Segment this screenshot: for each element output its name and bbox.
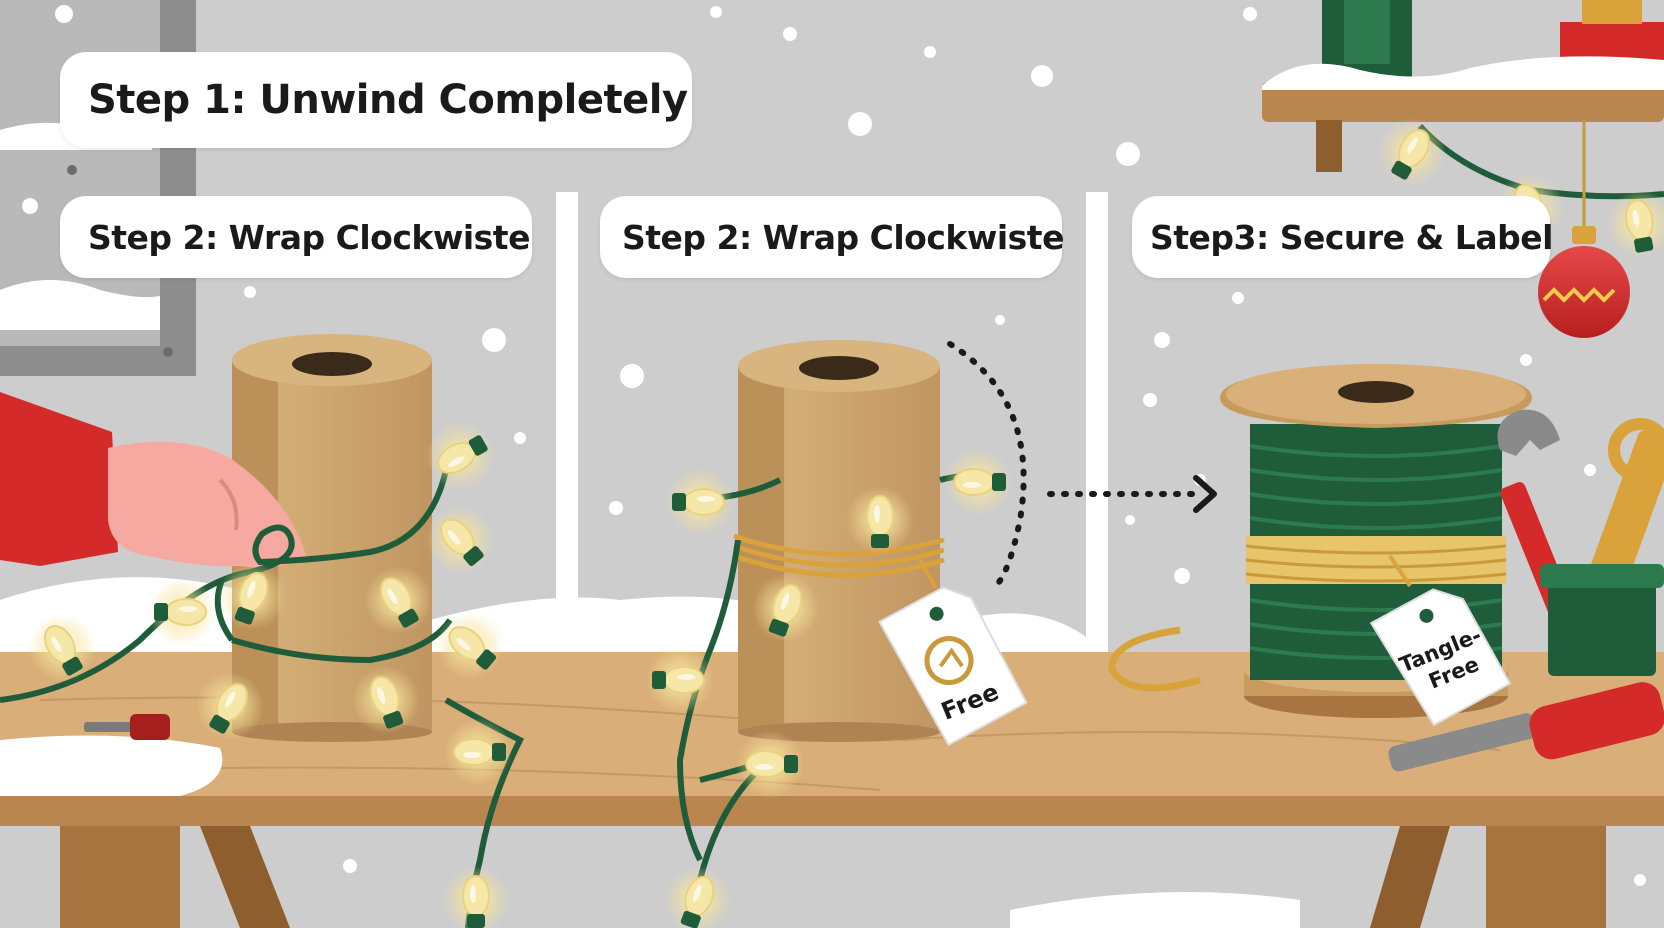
- light-bulb-icon: [943, 447, 1013, 517]
- dotted-arc: [947, 341, 1027, 589]
- snow-on-bench: [0, 735, 223, 796]
- light-bulb-icon: [665, 467, 735, 537]
- screwdriver-small: [84, 714, 170, 740]
- step-3-label: Step3: Secure & Label: [1132, 196, 1553, 278]
- light-strand-panel-1: [0, 469, 525, 928]
- light-bulb-icon: [443, 717, 513, 787]
- snow-floor: [1010, 892, 1300, 928]
- screwdriver-icon: [1388, 682, 1664, 772]
- free-tag: Free: [878, 559, 1028, 747]
- light-bulb-icon: [845, 485, 915, 555]
- arrow-right-icon: [1193, 475, 1217, 513]
- panel-2-tube: [738, 340, 940, 742]
- light-bulb-icon: [645, 645, 715, 715]
- hand: [0, 392, 306, 568]
- step-2-label-left: Step 2: Wrap Clockwiste: [60, 196, 532, 278]
- tangle-free-tag: Tangle- Free: [1369, 554, 1512, 727]
- step-2-label-middle: Step 2: Wrap Clockwiste: [600, 196, 1064, 278]
- snow-drift-mid: [430, 596, 780, 660]
- twine-coil: [1108, 626, 1201, 692]
- ornament-icon: [1538, 120, 1630, 338]
- step-1-label: Step 1: Unwind Completely: [60, 52, 692, 148]
- tool-cup: [1540, 418, 1664, 676]
- shelf: [1262, 0, 1664, 172]
- light-bulb-icon: [735, 729, 805, 799]
- light-bulb-icon: [147, 577, 217, 647]
- twine-wrap: [733, 533, 945, 578]
- panel-divider-right: [1086, 192, 1108, 792]
